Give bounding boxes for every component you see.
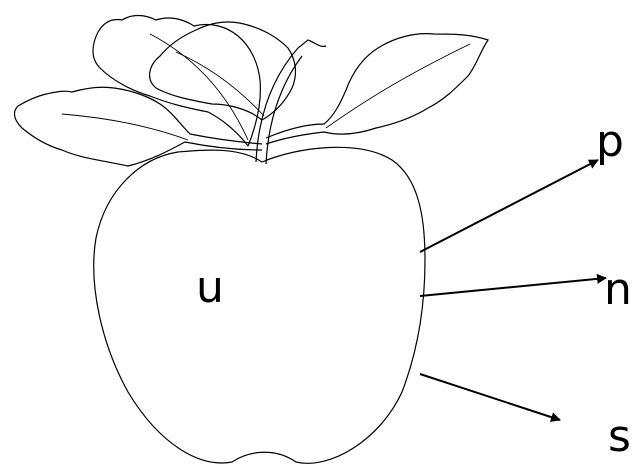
label-s: s: [608, 415, 631, 459]
label-u: u: [196, 266, 224, 310]
label-n: n: [604, 268, 632, 312]
label-p: p: [596, 120, 624, 164]
arrow-s: [420, 374, 560, 420]
stem: [256, 40, 326, 164]
leaf-top-middle-vein: [176, 52, 264, 116]
leaf-right: [266, 34, 488, 144]
apple-body-outline: [94, 147, 425, 463]
arrow-n: [420, 278, 606, 296]
leaf-top-left: [93, 16, 260, 147]
leaf-top-middle: [150, 22, 296, 120]
leaf-left-vein: [62, 114, 188, 140]
arrow-p: [420, 160, 598, 252]
